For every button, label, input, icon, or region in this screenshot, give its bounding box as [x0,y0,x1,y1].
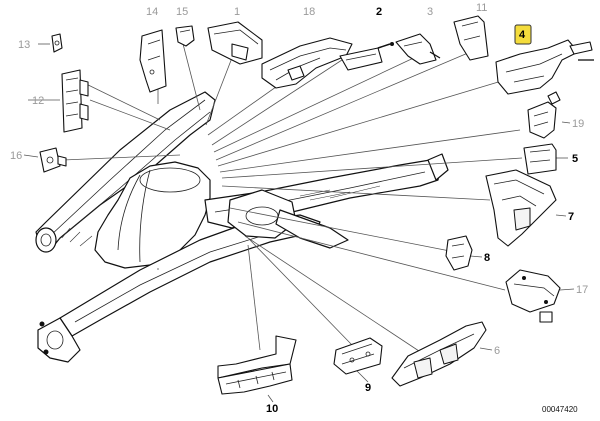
part-5-bracket [523,143,557,175]
callout-12: 12 [32,95,44,107]
part-1-bracket [207,21,263,65]
callout-8: 8 [484,252,490,264]
part-12-bracket [61,69,89,133]
callout-16: 16 [10,150,22,162]
callout-13: 13 [18,39,30,51]
drawing-number: 00047420 [542,405,578,414]
callout-18: 18 [303,6,315,18]
callout-10: 10 [266,403,278,415]
callout-4: 4 [519,29,526,41]
part-8-bracket [445,235,473,271]
callout-6: 6 [494,345,500,357]
part-15-bracket [175,25,195,47]
callout-11: 11 [476,2,487,14]
callout-17: 17 [576,284,588,296]
callout-19: 19 [572,118,584,130]
main-frame [35,91,449,363]
part-16-mount [39,147,67,173]
callout-5: 5 [572,153,578,165]
part-18-crossmember [261,37,353,89]
part-13-clip [51,33,63,53]
part-7-bracket [485,169,557,247]
callout-2: 2 [376,6,382,18]
callout-15: 15 [176,6,188,18]
callout-3: 3 [427,6,433,18]
callout-4-highlight: 4 [514,24,532,45]
part-11-bracket [453,15,489,61]
part-2-bracket [339,42,394,71]
part-17-bracket [505,269,561,323]
callout-7: 7 [568,211,574,223]
part-10-bracket [217,335,297,395]
part-19-bracket [527,91,561,139]
part-6-bracket [391,321,487,387]
callout-9: 9 [365,382,371,394]
part-4-bracket [495,39,594,95]
callout-labels: 13 12 16 14 15 1 18 2 3 11 4 19 5 7 8 17… [10,2,588,415]
part-3-bracket [395,33,441,65]
leader-lines [23,39,575,403]
part-9-bracket [333,337,383,375]
callout-14: 14 [146,6,158,18]
part-14-bracket [139,29,167,93]
callout-1: 1 [234,6,240,18]
